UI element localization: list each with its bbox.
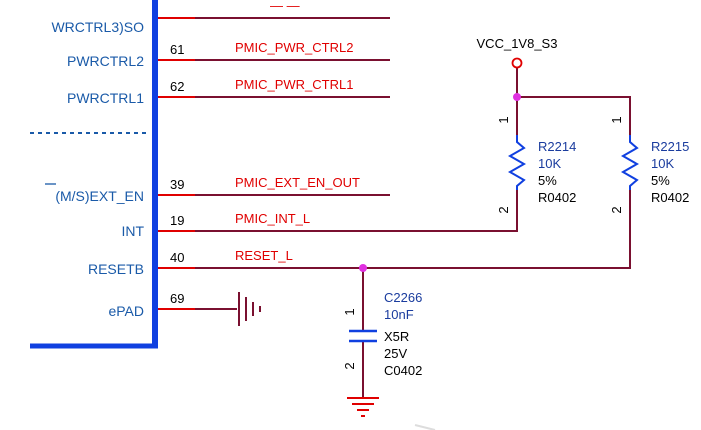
r2215-ref: R2215: [651, 139, 689, 154]
r2214-ref: R2214: [538, 139, 576, 154]
pin-number-40: 40: [170, 250, 184, 265]
c2266-package: C0402: [384, 363, 422, 378]
c2266-pin1-label: 1: [342, 308, 357, 315]
r2214-package: R0402: [538, 190, 576, 205]
junction-dot-vcc: [513, 93, 521, 101]
r2215-pin2-label: 2: [609, 206, 624, 213]
net-label-partial: — —: [270, 0, 300, 13]
pin-label-epad: ePAD: [108, 303, 144, 319]
pin-number-62: 62: [170, 79, 184, 94]
net-label-pmic-ext-en-out: PMIC_EXT_EN_OUT: [235, 175, 360, 190]
net-label-pmic-pwr-ctrl1: PMIC_PWR_CTRL1: [235, 77, 353, 92]
pin-label-pwrctrl1: PWRCTRL1: [67, 90, 144, 106]
wire-reset-l: [195, 217, 631, 269]
r2215-value: 10K: [651, 156, 674, 171]
r2215-pin1-label: 1: [609, 116, 624, 123]
pin-label-ext-en: (M/S)EXT_EN: [55, 188, 144, 204]
pin-number-61: 61: [170, 42, 184, 57]
net-label-pmic-int-l: PMIC_INT_L: [235, 211, 310, 226]
pin-label-resetb: RESETB: [88, 261, 144, 277]
junction-dot-reset: [359, 264, 367, 272]
pin-number-69: 69: [170, 291, 184, 306]
r2214-value: 10K: [538, 156, 561, 171]
epad-ground-icon: [238, 292, 261, 326]
pin-number-39: 39: [170, 177, 184, 192]
r2214-tolerance: 5%: [538, 173, 557, 188]
pin-label-pwrctrl3-so: WRCTRL3)SO: [51, 19, 144, 35]
c2266-pin2-label: 2: [342, 362, 357, 369]
vcc-rail-terminal-icon: [511, 57, 523, 69]
resistor-r2215-icon: [620, 135, 640, 190]
wire-pullup-rail: [517, 96, 631, 135]
vcc-rail-label: VCC_1V8_S3: [477, 36, 558, 51]
c2266-voltage: 25V: [384, 346, 407, 361]
artifact-mark: [414, 424, 436, 430]
c2266-value: 10nF: [384, 307, 414, 322]
net-label-pmic-pwr-ctrl2: PMIC_PWR_CTRL2: [235, 40, 353, 55]
pin-label-pwrctrl2: PWRCTRL2: [67, 53, 144, 69]
r2215-tolerance: 5%: [651, 173, 670, 188]
capacitor-c2266-icon: [349, 329, 377, 343]
pin-label-int: INT: [121, 223, 144, 239]
r2214-pin2-label: 2: [496, 206, 511, 213]
wire-int-l: [195, 217, 518, 232]
resistor-r2214-icon: [507, 135, 527, 190]
r2214-pin1-label: 1: [496, 116, 511, 123]
ground-icon: [347, 397, 379, 417]
net-label-reset-l: RESET_L: [235, 248, 293, 263]
c2266-dielectric: X5R: [384, 329, 409, 344]
pin-number-19: 19: [170, 213, 184, 228]
r2215-package: R0402: [651, 190, 689, 205]
c2266-ref: C2266: [384, 290, 422, 305]
